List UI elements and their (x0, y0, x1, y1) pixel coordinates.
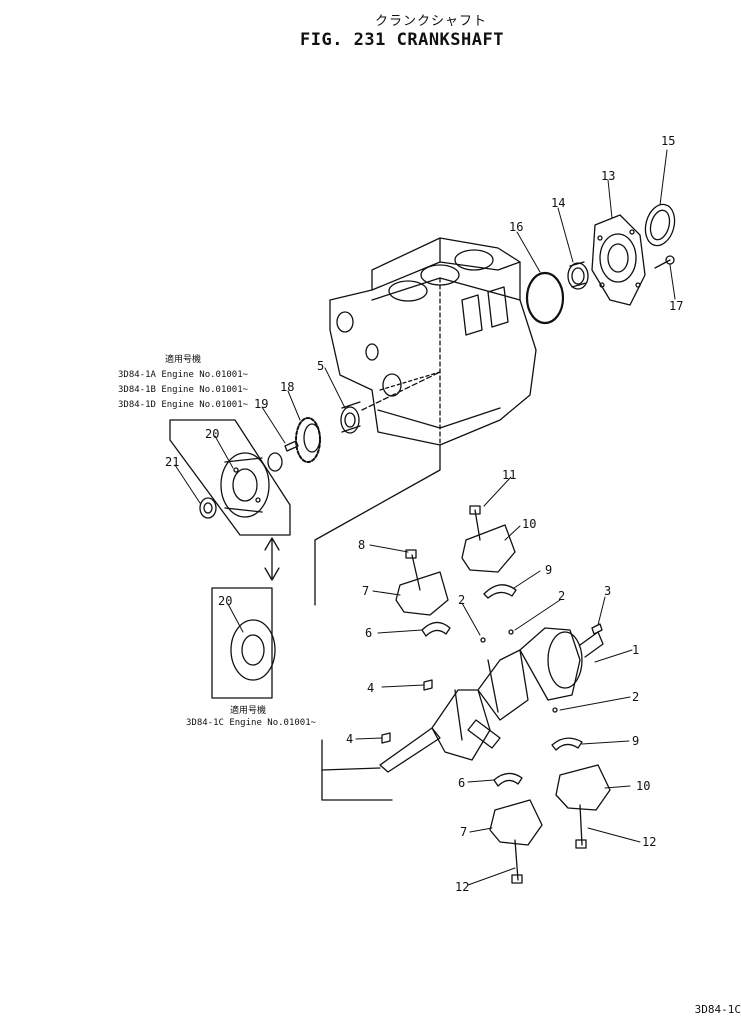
seal-housing (591, 214, 646, 306)
callout-7: 7 (460, 825, 467, 839)
housing-bolt (654, 255, 675, 269)
callout-10: 10 (522, 517, 536, 531)
callout-16: 16 (509, 220, 523, 234)
bearing-shell (421, 584, 583, 787)
callout-10: 10 (636, 779, 650, 793)
callouts: 1 2 2 2 3 4 4 5 6 6 7 7 8 9 9 10 10 11 1… (165, 134, 683, 894)
crankshaft (379, 627, 604, 773)
bushing-5 (340, 401, 361, 434)
applicability-upper-header: 適用号機 (165, 355, 202, 365)
callout-9: 9 (632, 734, 639, 748)
callout-21: 21 (165, 455, 179, 469)
callout-7: 7 (362, 584, 369, 598)
callout-17: 17 (669, 299, 683, 313)
callout-19: 19 (254, 397, 268, 411)
callout-11: 11 (502, 468, 516, 482)
callout-20: 20 (205, 427, 219, 441)
figure-title: FIG. 231 CRANKSHAFT (300, 30, 504, 50)
pulley-nut (199, 497, 217, 519)
callout-5: 5 (317, 359, 324, 373)
applicability-upper-line: 3D84-1A Engine No.01001~ (118, 370, 249, 380)
callout-14: 14 (551, 196, 565, 210)
callout-4: 4 (367, 681, 374, 695)
crankshaft-pulley (220, 452, 270, 518)
washer (267, 452, 283, 472)
callout-8: 8 (358, 538, 365, 552)
bearing-bush (567, 261, 589, 290)
callout-12: 12 (455, 880, 469, 894)
figure-title-japanese: クランクシャフト (375, 14, 488, 29)
applicability-upper-line: 3D84-1B Engine No.01001~ (118, 385, 249, 395)
document-id: 3D84-1C (694, 1003, 741, 1016)
applicability-lower-line: 3D84-1C Engine No.01001~ (186, 718, 317, 728)
applicability-upper-line: 3D84-1D Engine No.01001~ (118, 400, 249, 410)
gear-key (284, 440, 299, 452)
cap-bolt (511, 804, 587, 884)
bearing-cap-upper (395, 524, 516, 616)
leader-lines (174, 149, 676, 886)
callout-2: 2 (632, 690, 639, 704)
callout-2: 2 (458, 593, 465, 607)
oil-seal-ring (644, 203, 676, 247)
callout-15: 15 (661, 134, 675, 148)
callout-6: 6 (458, 776, 465, 790)
engine-block (329, 237, 537, 446)
callout-2: 2 (558, 589, 565, 603)
pulley-frame-lower (211, 587, 276, 699)
o-ring (525, 271, 565, 325)
callout-1: 1 (632, 643, 639, 657)
bearing-cap-lower (489, 764, 611, 846)
callout-20: 20 (218, 594, 232, 608)
crankshaft-gear (295, 417, 321, 463)
callout-6: 6 (365, 626, 372, 640)
pulley-frame-upper (169, 419, 291, 536)
callout-18: 18 (280, 380, 294, 394)
applicability-lower-header: 適用号機 (230, 706, 267, 716)
main-bolt (405, 505, 481, 591)
shaft-axis-line (361, 371, 441, 411)
shaft-axis-line (314, 444, 441, 606)
shaft-axis-line (321, 769, 393, 801)
callout-13: 13 (601, 169, 615, 183)
callout-3: 3 (604, 584, 611, 598)
swap-arrow-icon (264, 537, 280, 581)
dowel-pin (381, 623, 603, 744)
callout-4: 4 (346, 732, 353, 746)
callout-12: 12 (642, 835, 656, 849)
callout-9: 9 (545, 563, 552, 577)
